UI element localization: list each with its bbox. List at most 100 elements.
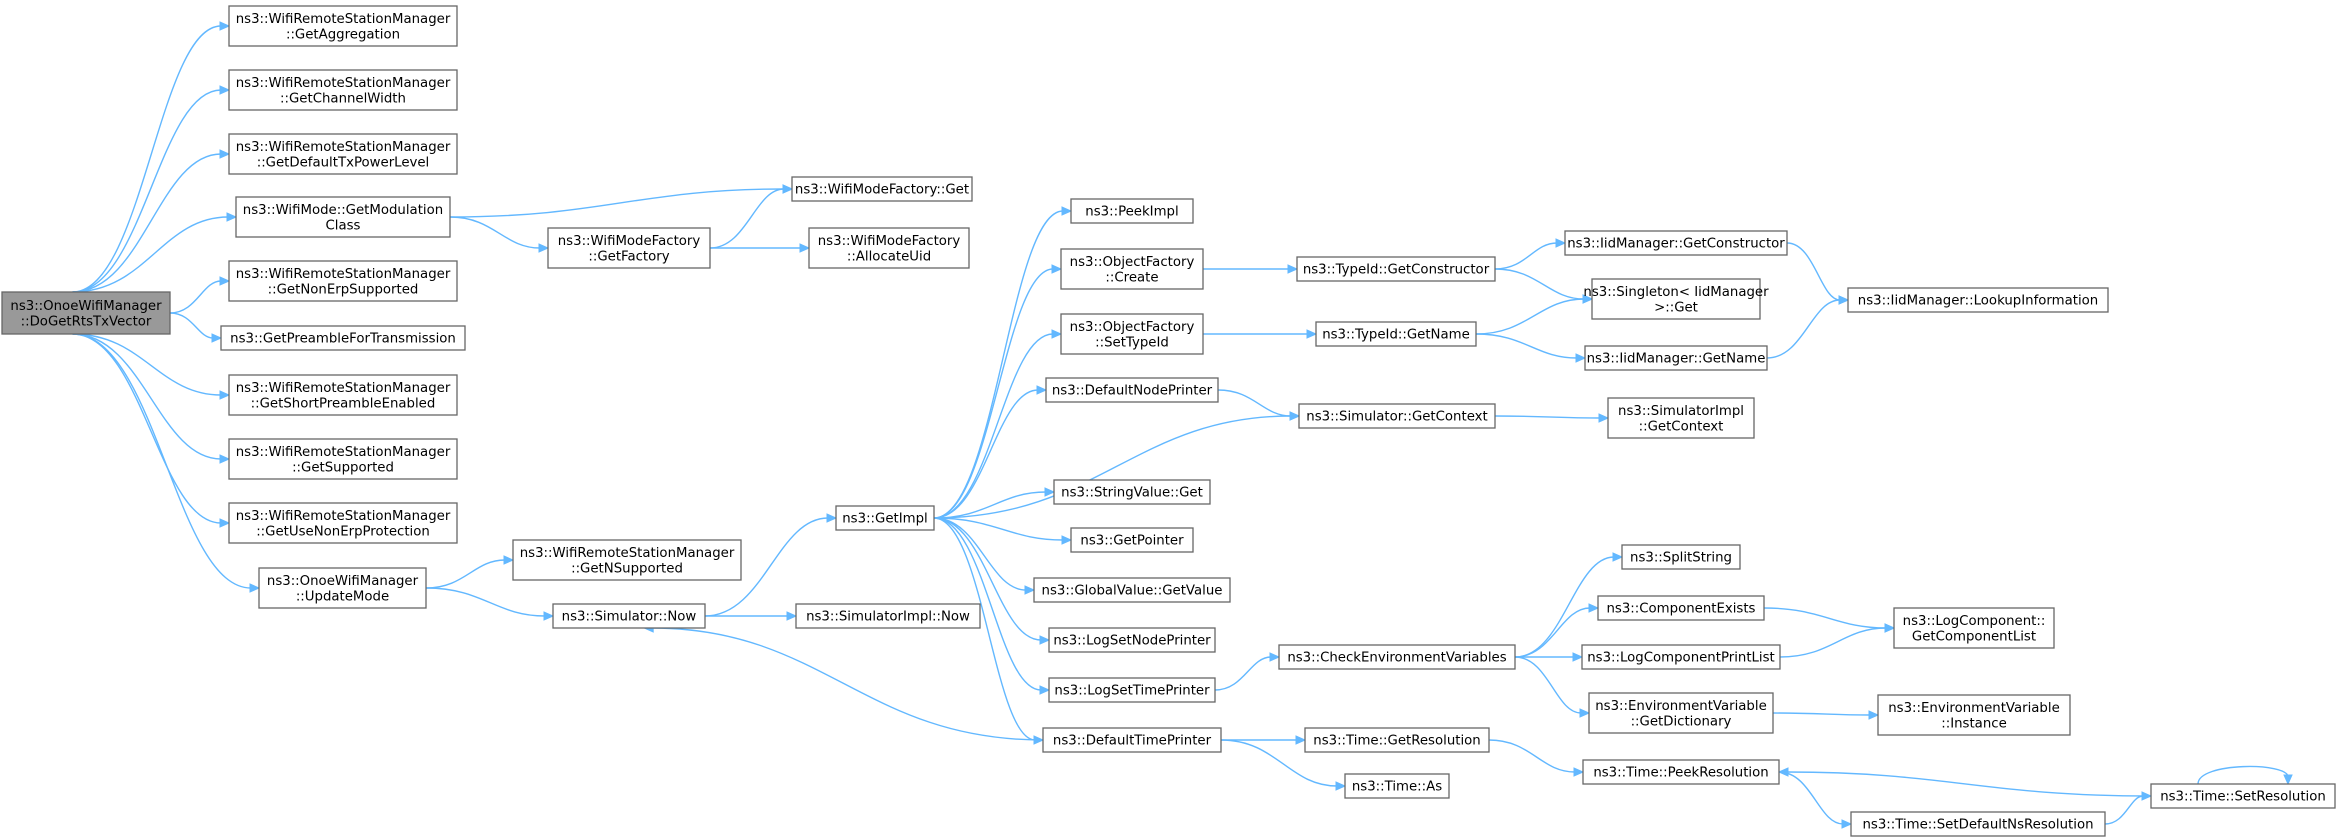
node-singletonGet[interactable]: ns3::Singleton< IidManager>::Get [1583,278,1769,320]
node-envGetDict[interactable]: ns3::EnvironmentVariable::GetDictionary [1588,692,1774,734]
edge-root-to-getNonErp [169,276,231,314]
node-ofCreate[interactable]: ns3::ObjectFactory::Create [1060,248,1204,290]
edge-root-to-getAgg [72,21,231,293]
edge-line [933,415,1292,519]
edge-arrowhead [1555,238,1567,248]
node-box [1582,759,1780,785]
node-wmfGet[interactable]: ns3::WifiModeFactory::Get [791,176,973,202]
node-timeSetDefNs[interactable]: ns3::Time::SetDefaultNsResolution [1850,811,2106,837]
edge-line [1766,299,1841,359]
node-simImplNow[interactable]: ns3::SimulatorImpl::Now [795,603,981,629]
edge-line [1514,656,1582,714]
node-simGetContext[interactable]: ns3::Simulator::GetContext [1298,403,1496,429]
node-label: ::AllocateUid [847,249,931,264]
node-label: ns3::DefaultNodePrinter [1052,384,1213,399]
edge-root-to-getUseNonErp [72,333,231,528]
node-label: ::UpdateMode [296,589,389,604]
node-gvGetValue[interactable]: ns3::GlobalValue::GetValue [1033,577,1231,603]
node-getNSupported[interactable]: ns3::WifiRemoteStationManager::GetNSuppo… [512,539,742,581]
node-timePeekRes[interactable]: ns3::Time::PeekResolution [1582,759,1780,785]
node-wmfAllocUid[interactable]: ns3::WifiModeFactory::AllocateUid [808,227,970,269]
node-label: >::Get [1654,300,1698,315]
node-getSupported[interactable]: ns3::WifiRemoteStationManager::GetSuppor… [228,438,458,480]
node-box [1850,811,2106,837]
edge-getImpl-to-logSetNodePrinter [933,517,1051,645]
node-label: ::GetNSupported [571,561,683,576]
node-label: ::SetTypeId [1095,335,1169,350]
node-strValGet[interactable]: ns3::StringValue::Get [1053,479,1211,505]
edge-line [1514,556,1615,658]
node-label: ns3::DefaultTimePrinter [1053,734,1212,749]
node-tidGetCtor[interactable]: ns3::TypeId::GetConstructor [1296,256,1496,282]
edge-root-to-getSupported [72,333,231,464]
node-logCompGetList[interactable]: ns3::LogComponent::GetComponentList [1893,607,2055,649]
edge-getImpl-to-gvGetValue [933,517,1036,595]
edge-arrowhead [1575,353,1587,363]
node-checkEnv[interactable]: ns3::CheckEnvironmentVariables [1278,644,1516,670]
node-getPointer[interactable]: ns3::GetPointer [1070,527,1194,553]
edge-line [1494,415,1601,419]
node-timeAs[interactable]: ns3::Time::As [1344,773,1450,799]
node-iidLookup[interactable]: ns3::IidManager::LookupInformation [1847,287,2109,313]
edge-checkEnv-to-compExists [1514,603,1600,658]
node-logSetTimePrinter[interactable]: ns3::LogSetTimePrinter [1048,677,1216,703]
node-getImpl[interactable]: ns3::GetImpl [835,505,935,531]
edge-arrowhead [503,555,515,565]
node-getAgg[interactable]: ns3::WifiRemoteStationManager::GetAggreg… [228,5,458,47]
node-label: ns3::IidManager::GetName [1587,352,1766,367]
node-simNow[interactable]: ns3::Simulator::Now [552,603,706,629]
node-box [552,603,706,629]
node-getCW[interactable]: ns3::WifiRemoteStationManager::GetChanne… [228,69,458,111]
edge-arrowhead [1024,585,1036,595]
edge-line [933,491,1047,519]
edge-line [169,312,214,339]
node-timeGetRes[interactable]: ns3::Time::GetResolution [1304,727,1490,753]
node-getNonErp[interactable]: ns3::WifiRemoteStationManager::GetNonErp… [228,260,458,302]
node-label: ns3::WifiRemoteStationManager [236,445,451,460]
edge-line [709,188,785,249]
node-label: ns3::SimulatorImpl::Now [806,610,970,625]
edge-arrowhead [1051,264,1063,274]
node-getDefTx[interactable]: ns3::WifiRemoteStationManager::GetDefaul… [228,133,458,175]
edge-arrowhead [1295,735,1307,745]
node-wmfGetFactory[interactable]: ns3::WifiModeFactory::GetFactory [547,227,711,269]
node-defTimePrinter[interactable]: ns3::DefaultTimePrinter [1042,727,1222,753]
edge-updateMode-to-getNSupported [425,555,515,589]
node-label: ns3::WifiRemoteStationManager [236,12,451,27]
node-label: ns3::IidManager::LookupInformation [1858,294,2098,309]
node-ofSetTypeId[interactable]: ns3::ObjectFactory::SetTypeId [1060,313,1204,355]
node-compExists[interactable]: ns3::ComponentExists [1597,595,1765,621]
node-getUseNonErp[interactable]: ns3::WifiRemoteStationManager::GetUseNon… [228,502,458,544]
node-logSetNodePrinter[interactable]: ns3::LogSetNodePrinter [1048,627,1216,653]
node-getShortPre[interactable]: ns3::WifiRemoteStationManager::GetShortP… [228,374,458,416]
edge-logSetTimePrinter-to-checkEnv [1214,652,1281,691]
node-tidGetName[interactable]: ns3::TypeId::GetName [1315,321,1477,347]
node-logCompPrintList[interactable]: ns3::LogComponentPrintList [1581,644,1781,670]
node-updateMode[interactable]: ns3::OnoeWifiManager::UpdateMode [258,567,427,609]
edge-getImpl-to-strValGet [933,487,1056,519]
node-simImplGetCtx[interactable]: ns3::SimulatorImpl::GetContext [1607,397,1755,439]
node-iidGetCtor[interactable]: ns3::IidManager::GetConstructor [1564,230,1788,256]
node-label: ns3::EnvironmentVariable [1888,701,2060,716]
node-splitString[interactable]: ns3::SplitString [1621,544,1741,570]
edge-getModClass-to-wmfGet [449,184,794,218]
node-box [228,438,458,480]
edge-arrowhead [1868,710,1880,720]
edge-tidGetCtor-to-singletonGet [1494,268,1594,304]
node-box [1060,313,1204,355]
edge-timePeekRes-to-timeSetDefNs [1778,771,1853,829]
node-label: ::GetUseNonErpProtection [256,524,430,539]
node-defNodePrinter[interactable]: ns3::DefaultNodePrinter [1045,377,1219,403]
node-timeSetRes[interactable]: ns3::Time::SetResolution [2150,783,2336,809]
edge-arrowhead [1044,487,1056,497]
edge-arrowhead [543,611,555,621]
node-label: ns3::TypeId::GetConstructor [1303,263,1490,278]
edge-ofSetTypeId-to-tidGetName [1203,329,1318,339]
node-envInstance[interactable]: ns3::EnvironmentVariable::Instance [1877,694,2071,736]
edge-arrowhead [1612,552,1624,562]
node-peekImpl[interactable]: ns3::PeekImpl [1070,198,1194,224]
node-box [1588,692,1774,734]
node-getPreamble[interactable]: ns3::GetPreambleForTransmission [220,325,466,351]
node-iidGetName[interactable]: ns3::IidManager::GetName [1584,345,1768,371]
